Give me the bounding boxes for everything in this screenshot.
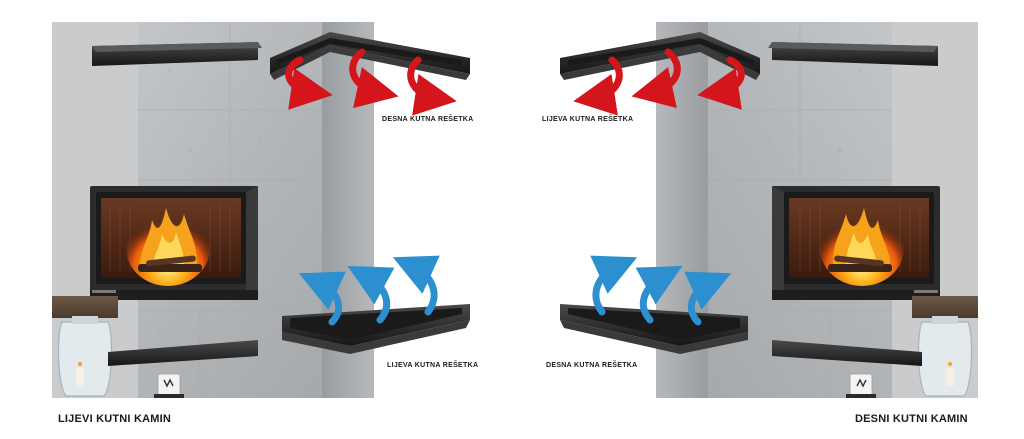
corner-grille-top-right-scene xyxy=(560,32,760,80)
wooden-shelf-left xyxy=(52,296,118,318)
left-fireplace-caption: LIJEVI KUTNI KAMIN xyxy=(58,413,171,425)
blue-curved-arrow-icon xyxy=(298,255,440,326)
wall-grille-bottom-right xyxy=(772,340,922,366)
wooden-shelf-right xyxy=(912,296,978,318)
wall-grille-top-left xyxy=(92,42,262,66)
wall-grille-bottom-left xyxy=(108,340,258,366)
corner-grille-top-left-scene xyxy=(270,32,470,80)
left-top-grille-label: DESNA KUTNA REŠETKA xyxy=(382,116,474,123)
fireplace-right-corner xyxy=(772,186,940,300)
glass-lantern-left xyxy=(57,316,113,397)
red-curved-arrow-icon xyxy=(285,48,457,116)
right-fireplace-caption: DESNI KUTNI KAMIN xyxy=(855,413,968,425)
wall-grille-top-right xyxy=(768,42,938,66)
fireplace-left-corner xyxy=(90,186,258,300)
blue-curved-arrow-icon xyxy=(590,255,732,326)
decor-mug-left xyxy=(154,373,184,398)
right-corner-fireplace-scene xyxy=(560,22,978,398)
decor-mug-right xyxy=(846,373,876,398)
red-curved-arrow-icon xyxy=(573,48,745,116)
glass-lantern-right xyxy=(917,316,973,397)
right-top-grille-label: LIJEVA KUTNA REŠETKA xyxy=(542,116,634,123)
left-bottom-grille-label: LIJEVA KUTNA REŠETKA xyxy=(387,362,479,369)
left-corner-fireplace-scene xyxy=(52,22,470,398)
right-bottom-grille-label: DESNA KUTNA REŠETKA xyxy=(546,362,638,369)
